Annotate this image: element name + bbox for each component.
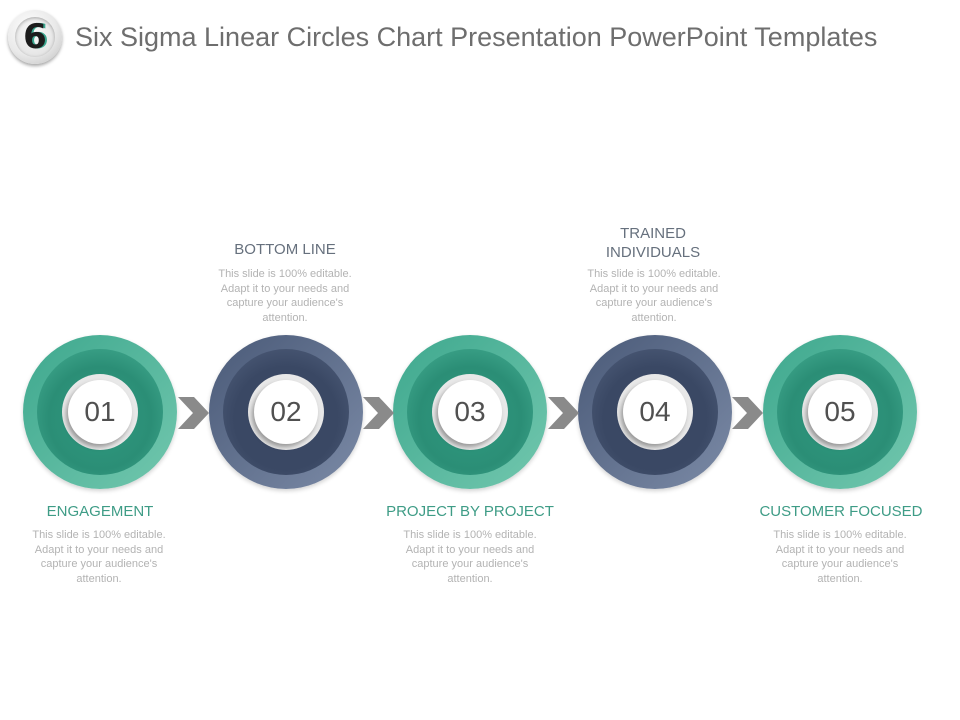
- chevron-right-icon: [363, 397, 394, 429]
- step-number-2: 02: [254, 380, 318, 444]
- step-desc-1: This slide is 100% editable. Adapt it to…: [32, 529, 166, 585]
- step-circle-5: 05: [763, 335, 917, 489]
- step-circle-2: 02: [209, 335, 363, 489]
- step-desc-3: This slide is 100% editable. Adapt it to…: [403, 529, 537, 585]
- step-title-1: ENGAGEMENT: [46, 503, 154, 520]
- step-number-1: 01: [68, 380, 132, 444]
- step-number-4: 04: [623, 380, 687, 444]
- step-number-5: 05: [808, 380, 872, 444]
- step-desc-4: This slide is 100% editable. Adapt it to…: [587, 268, 721, 324]
- step-circle-1: 01: [23, 335, 177, 489]
- six-sigma-logo: 6: [8, 10, 62, 64]
- chevron-right-icon: [548, 397, 579, 429]
- step-title-3: PROJECT BY PROJECT: [386, 503, 554, 520]
- logo-glyph: 6: [15, 17, 55, 57]
- step-desc-2: This slide is 100% editable. Adapt it to…: [218, 268, 352, 324]
- slide-title: Six Sigma Linear Circles Chart Presentat…: [75, 22, 878, 52]
- step-circle-4: 04: [578, 335, 732, 489]
- step-title-2: BOTTOM LINE: [234, 241, 336, 258]
- step-desc-5: This slide is 100% editable. Adapt it to…: [773, 529, 907, 585]
- step-title-5: CUSTOMER FOCUSED: [759, 503, 923, 520]
- step-circle-3: 03: [393, 335, 547, 489]
- chevron-right-icon: [732, 397, 763, 429]
- step-title-4: TRAINED INDIVIDUALS: [605, 225, 701, 261]
- step-number-3: 03: [438, 380, 502, 444]
- chevron-right-icon: [178, 397, 209, 429]
